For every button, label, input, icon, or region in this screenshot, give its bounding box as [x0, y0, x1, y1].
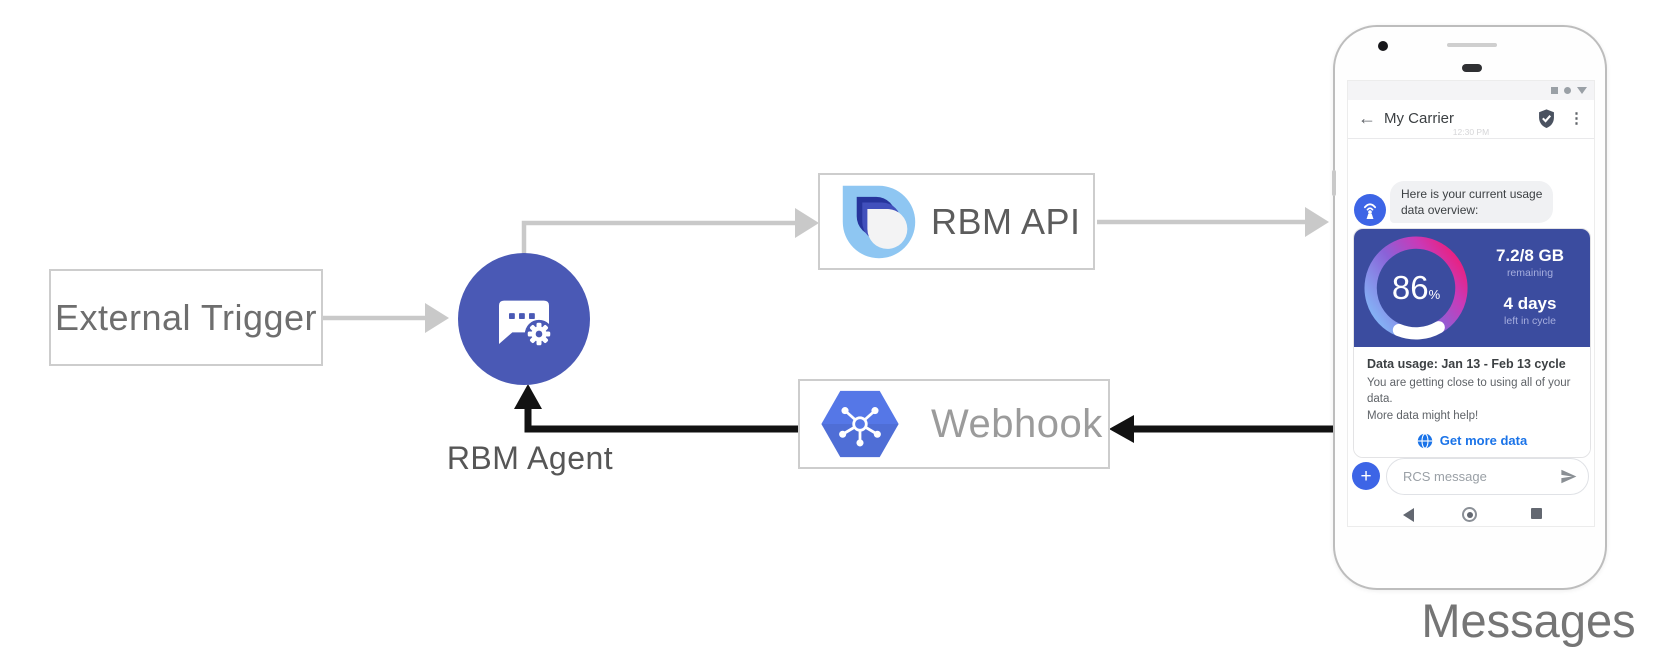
usage-card-body-line1: You are getting close to using all of yo… [1367, 377, 1571, 406]
webhook-label: Webhook [931, 401, 1103, 446]
camera-dot [1378, 41, 1388, 51]
gauge-percent-unit: % [1428, 286, 1441, 302]
usage-gauge: 86% [1364, 236, 1468, 340]
send-icon[interactable] [1559, 467, 1578, 486]
arrow-webhook-to-agent [514, 384, 798, 433]
get-more-data-button[interactable]: Get more data [1367, 433, 1577, 449]
volume-button [1332, 170, 1336, 196]
cycle-label: left in cycle [1504, 315, 1556, 327]
arrow-phone-to-webhook [1109, 415, 1333, 443]
phone-screen: ← My Carrier ⋮ 12:30 PM [1347, 80, 1595, 527]
status-battery-icon [1577, 87, 1587, 94]
conversation-title: My Carrier [1384, 109, 1454, 127]
status-bar [1348, 81, 1594, 100]
external-trigger-label: External Trigger [54, 296, 318, 338]
compose-bar: + [1348, 457, 1594, 497]
message-timestamp: 12:30 PM [1452, 127, 1490, 137]
header-divider [1348, 138, 1594, 139]
agent-avatar [1354, 194, 1386, 226]
usage-gauge-ring [1364, 236, 1468, 340]
arrow-rbm-api-to-phone [1097, 207, 1329, 237]
remaining-label: remaining [1506, 267, 1554, 279]
usage-card-gauge-section: 86% 7.2/8 GB remaining 4 days left in cy… [1354, 229, 1590, 347]
usage-card-title: Data usage: Jan 13 - Feb 13 cycle [1367, 357, 1566, 371]
usage-card: 86% 7.2/8 GB remaining 4 days left in cy… [1353, 228, 1591, 458]
arrow-external-trigger-to-agent [323, 303, 449, 333]
arrow-agent-to-rbm-api [521, 208, 819, 256]
speaker-slot [1447, 43, 1497, 47]
pubsub-hexagon-icon [821, 390, 899, 458]
message-line-1: Here is your current usage [1401, 187, 1543, 201]
rbm-agent-label: RBM Agent [446, 440, 614, 476]
conversation-header: ← My Carrier ⋮ [1348, 103, 1594, 133]
node-rbm-api: RBM API [818, 173, 1095, 270]
earpiece [1462, 64, 1482, 72]
message-input-pill[interactable] [1386, 458, 1589, 495]
usage-card-body: You are getting close to using all of yo… [1367, 375, 1577, 424]
add-attachment-button[interactable]: + [1352, 462, 1380, 490]
node-external-trigger: External Trigger [49, 269, 323, 366]
usage-card-body-line2: More data might help! [1367, 409, 1479, 422]
node-rbm-agent [458, 253, 590, 385]
overflow-menu-icon[interactable]: ⋮ [1569, 110, 1584, 127]
back-icon[interactable]: ← [1358, 107, 1376, 128]
nav-back-icon[interactable] [1403, 508, 1414, 522]
messages-app-caption: Messages [1421, 594, 1636, 647]
gauge-percent: 86% [1364, 236, 1468, 340]
node-webhook: Webhook [798, 379, 1110, 469]
chat-bubble-gear-icon [499, 300, 554, 349]
status-signal-icon [1551, 87, 1558, 94]
message-bubble: Here is your current usage data overview… [1390, 181, 1554, 224]
antenna-icon [1363, 203, 1377, 219]
verified-badge-icon [1539, 108, 1554, 128]
usage-stats: 7.2/8 GB remaining 4 days left in cycle [1476, 246, 1584, 327]
usage-card-text-section: Data usage: Jan 13 - Feb 13 cycle You ar… [1354, 347, 1590, 457]
android-nav-bar [1348, 505, 1594, 525]
rbm-logo-icon [842, 185, 916, 258]
message-line-2: data overview: [1401, 203, 1479, 218]
remaining-value: 7.2/8 GB [1495, 246, 1565, 265]
message-input[interactable] [1401, 468, 1559, 485]
globe-icon [1417, 433, 1432, 449]
get-more-data-label: Get more data [1439, 433, 1528, 449]
cycle-value: 4 days [1503, 294, 1557, 313]
nav-home-icon[interactable] [1462, 507, 1477, 522]
gauge-percent-value: 86 [1391, 269, 1429, 306]
phone-mockup: ← My Carrier ⋮ 12:30 PM [1332, 25, 1607, 590]
nav-recents-icon[interactable] [1531, 508, 1542, 519]
rbm-api-label: RBM API [931, 200, 1081, 242]
status-wifi-icon [1564, 87, 1571, 94]
